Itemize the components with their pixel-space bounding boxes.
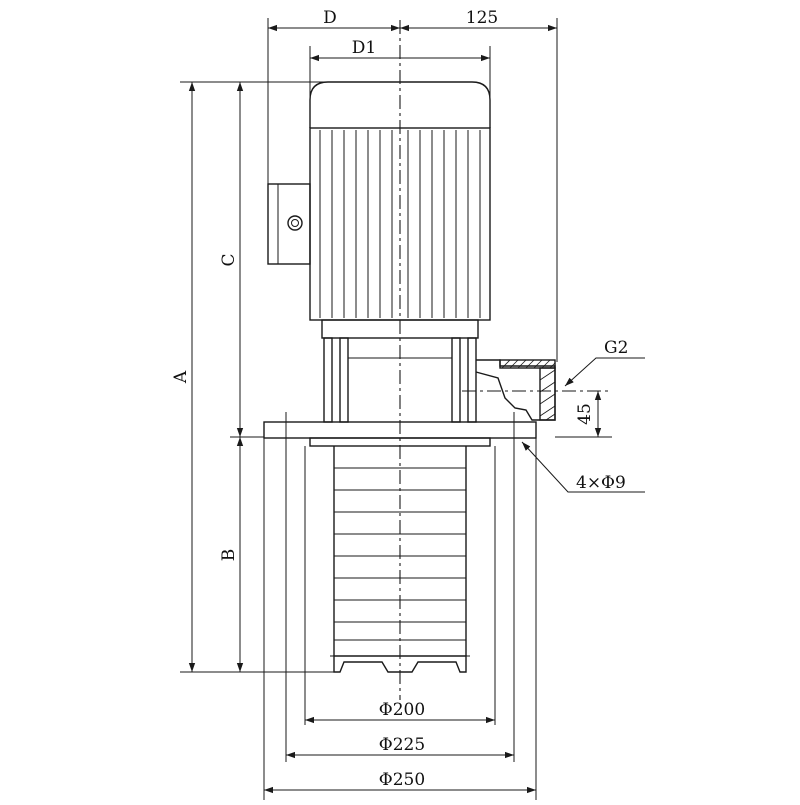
- leader-mounting-holes: [521, 441, 645, 493]
- dim-D-label: D: [323, 8, 337, 28]
- outlet-thread-top: [499, 359, 556, 369]
- dim-A-label: A: [171, 370, 191, 384]
- motor-fins: [319, 130, 481, 318]
- dim-125-label: 125: [466, 8, 498, 28]
- dim-B-label: B: [219, 549, 239, 562]
- pump-stages: [309, 437, 491, 673]
- label-mounting-holes: 4×Φ9: [576, 473, 626, 493]
- outlet-pipe: [462, 359, 612, 421]
- terminal-box: [267, 183, 311, 265]
- pump-top-ring: [309, 437, 491, 447]
- cable-gland-icon: [287, 215, 303, 231]
- label-G2: G2: [604, 338, 628, 358]
- motor-fan-cover: [309, 81, 491, 128]
- dim-D1-label: D1: [352, 38, 376, 58]
- dim-dia200-label: Φ200: [379, 700, 425, 720]
- motor: [267, 81, 491, 339]
- extension-lines: [180, 18, 612, 800]
- dim-45-label: 45: [575, 403, 595, 425]
- dim-dia250-label: Φ250: [379, 770, 425, 790]
- outlet-thread-hatch: [501, 359, 556, 369]
- dim-dia225-label: Φ225: [379, 735, 425, 755]
- pump-strainer-base: [333, 655, 467, 673]
- leader-G2: [564, 357, 645, 387]
- dim-C-label: C: [219, 253, 239, 266]
- motor-flange: [321, 319, 479, 339]
